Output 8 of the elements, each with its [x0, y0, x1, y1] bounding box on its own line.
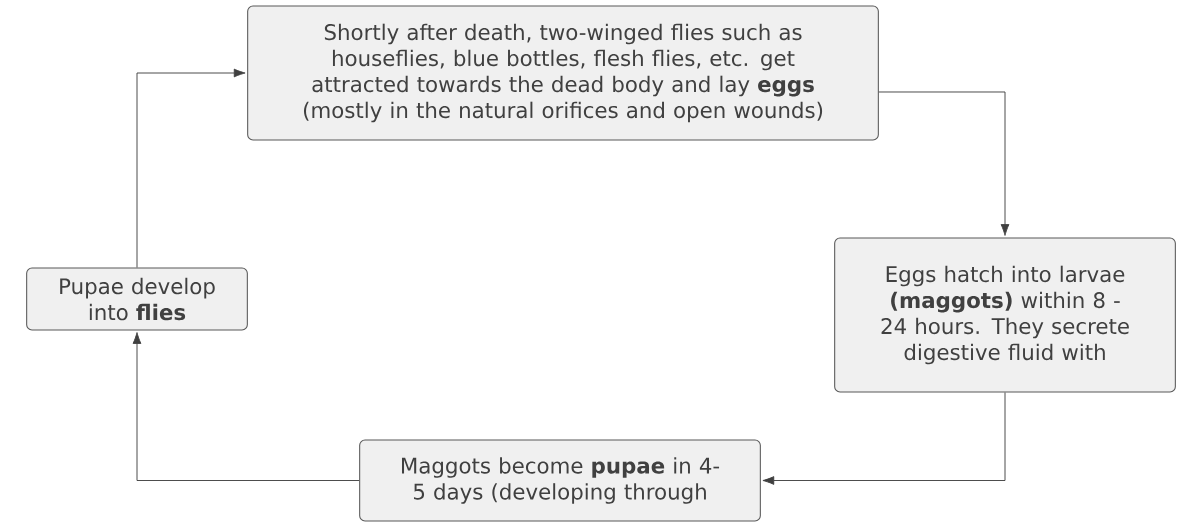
process-box: Eggs hatch into larvae (maggots) within 8 -24 hours. They secrete digestive fluid with	[834, 237, 1176, 393]
process-box: Pupae develop into flies	[26, 267, 248, 331]
process-box: Shortly after death, two-winged flies such as houseflies, blue bottles, flesh flies, etc. get attracted towards the dead body and lay eggs (mostly in the natural orifices and open wounds)	[247, 5, 879, 141]
arrow	[136, 68, 246, 268]
process-box: Maggots become pupae in 4-5 days (developing through	[359, 439, 761, 522]
arrow	[878, 91, 1010, 236]
arrow	[762, 392, 1006, 485]
arrow	[132, 332, 360, 481]
